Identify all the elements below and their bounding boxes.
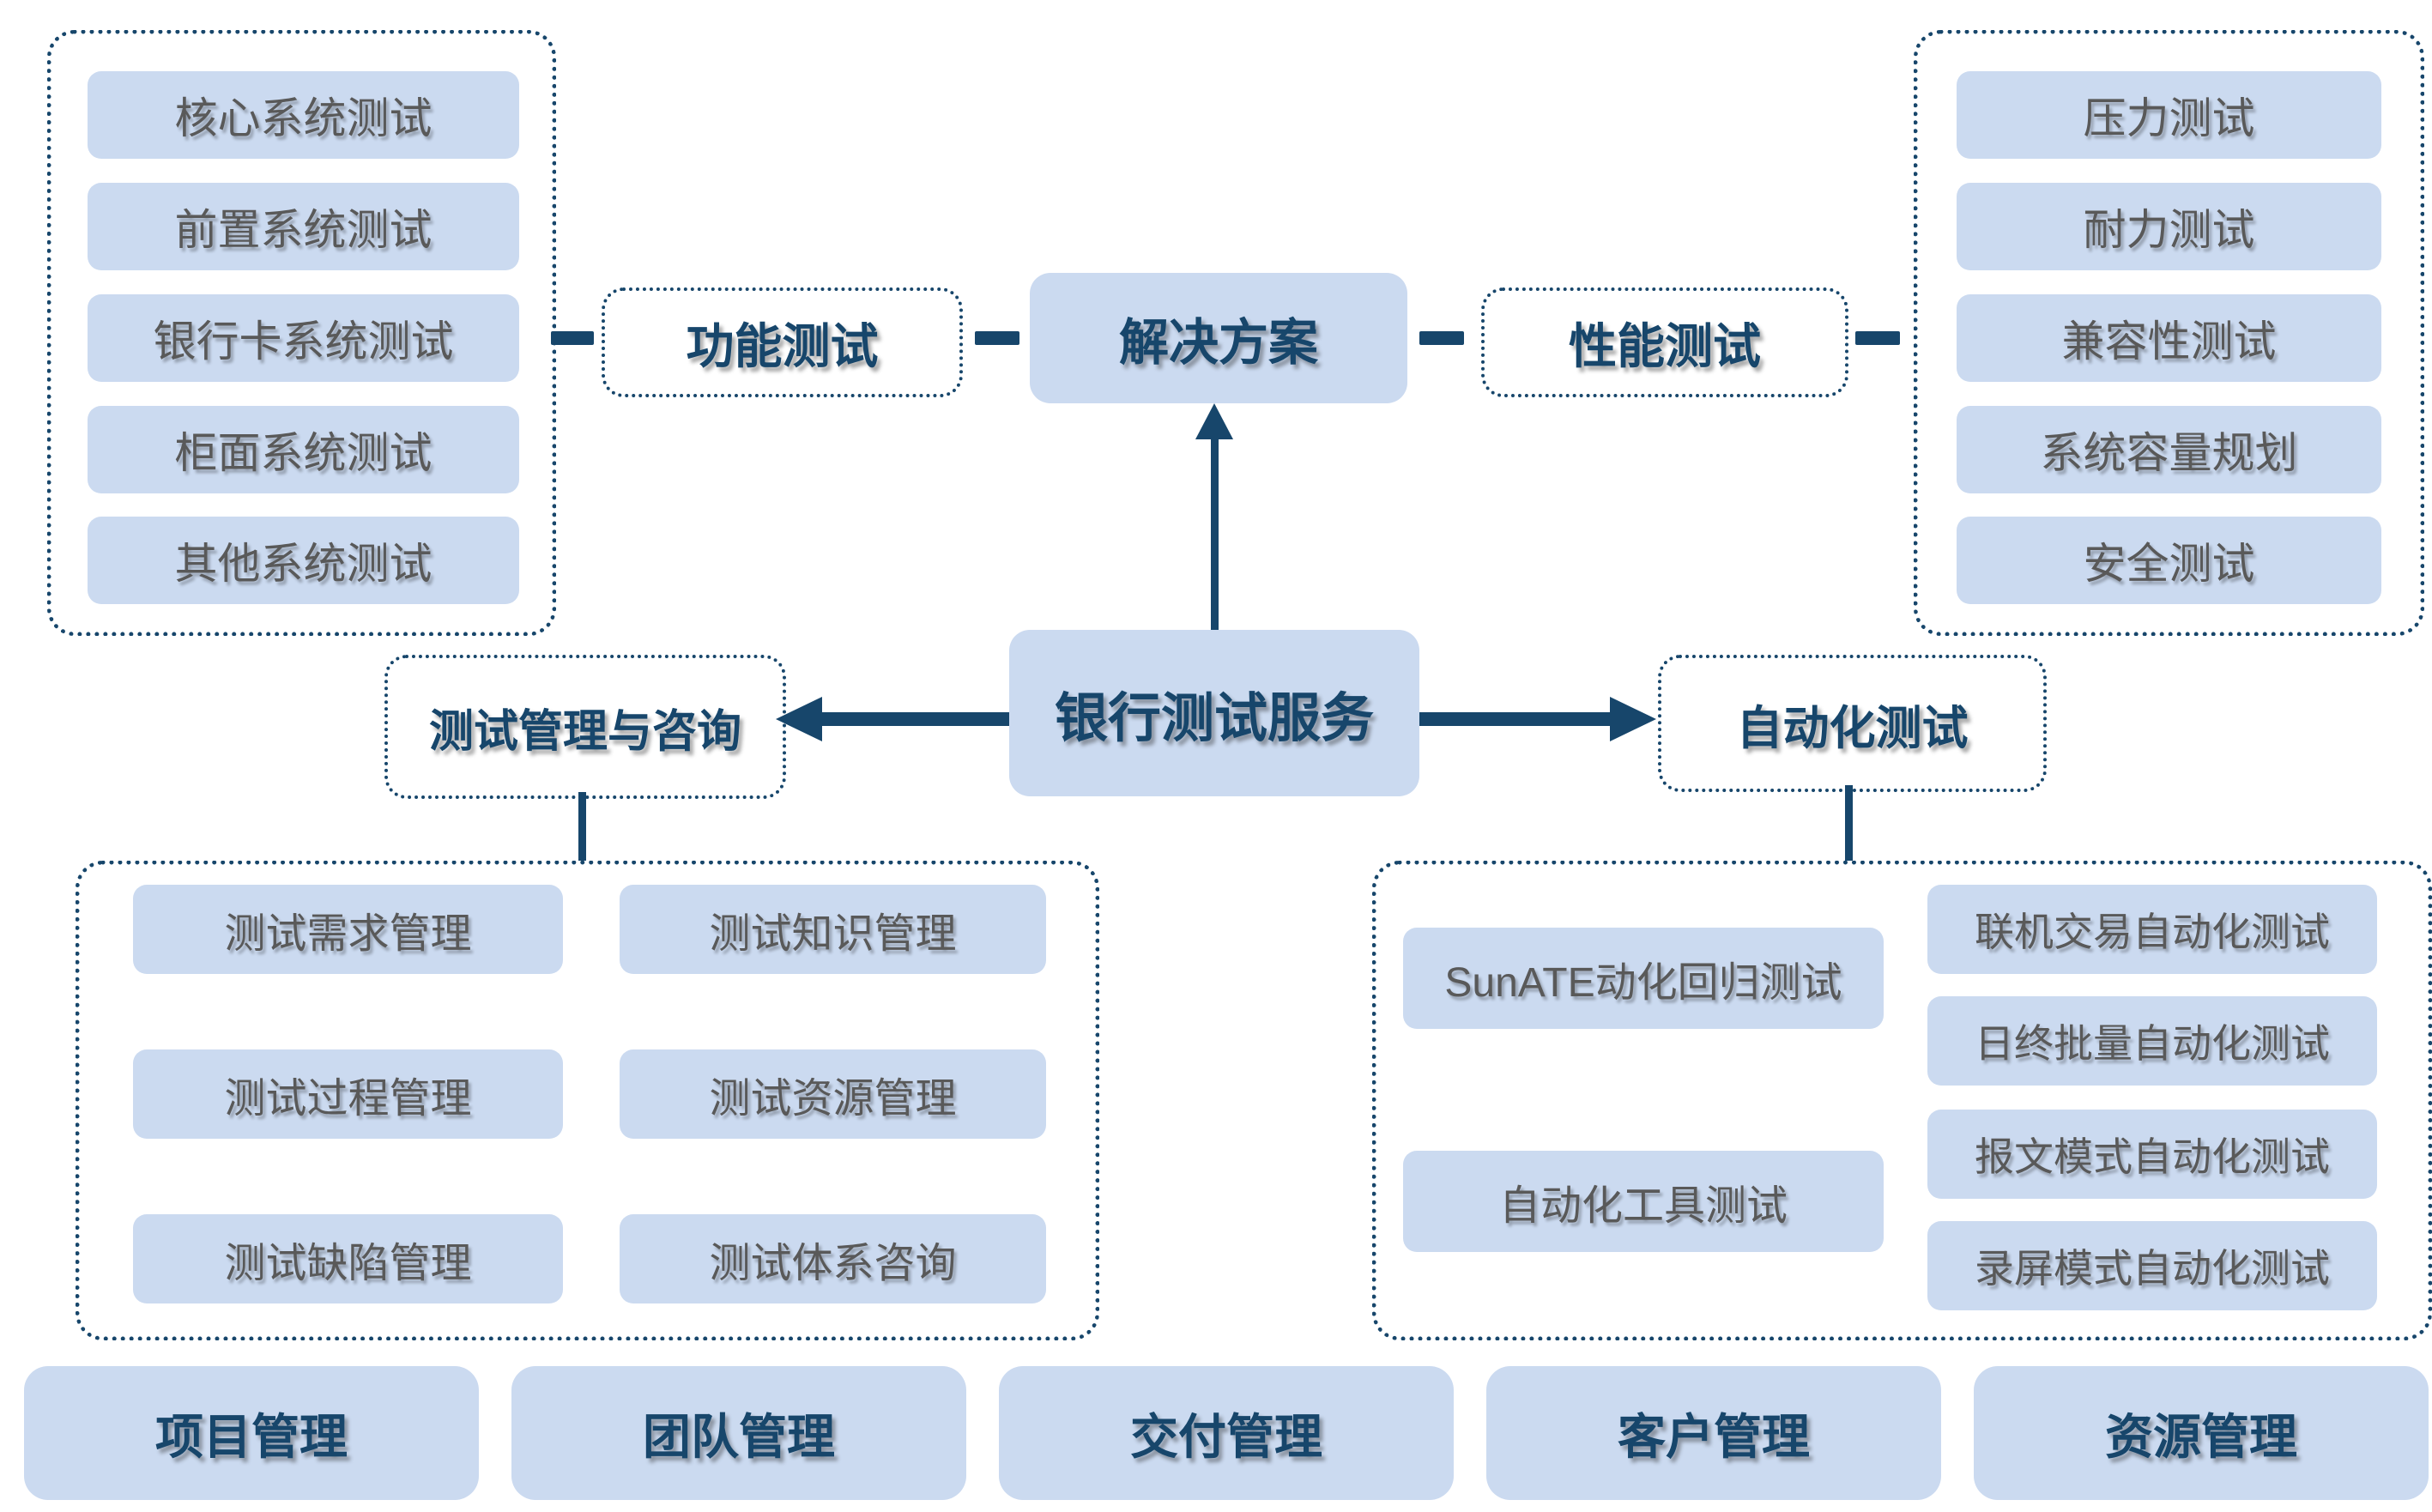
solution-node: 解决方案 (1030, 273, 1407, 403)
arrow-left-shaft (820, 712, 1009, 726)
performance-item: 安全测试 (1957, 517, 2381, 604)
bottom-bar-customer-management: 客户管理 (1486, 1366, 1941, 1500)
performance-item: 压力测试 (1957, 71, 2381, 159)
automation-testing-group: SunATE动化回归测试 自动化工具测试 联机交易自动化测试 日终批量自动化测试… (1372, 861, 2432, 1340)
connector-vertical (578, 792, 586, 861)
arrow-right-shaft (1419, 712, 1612, 726)
management-item: 测试过程管理 (133, 1049, 563, 1139)
connector-dash (551, 331, 594, 345)
management-item: 测试体系咨询 (620, 1214, 1046, 1303)
management-item: 测试缺陷管理 (133, 1214, 563, 1303)
bottom-bar-project-management: 项目管理 (24, 1366, 479, 1500)
connector-dash (1419, 331, 1464, 345)
connector-dash (1855, 331, 1900, 345)
performance-item: 耐力测试 (1957, 183, 2381, 270)
automation-item: 日终批量自动化测试 (1927, 996, 2377, 1086)
root-node: 银行测试服务 (1009, 630, 1419, 796)
functional-testing-node: 功能测试 (602, 287, 963, 397)
automation-item: 自动化工具测试 (1403, 1151, 1884, 1252)
functional-item: 其他系统测试 (88, 517, 519, 604)
functional-item: 银行卡系统测试 (88, 294, 519, 382)
arrow-right-head (1610, 697, 1656, 741)
arrow-up-shaft (1211, 438, 1219, 630)
automation-testing-node: 自动化测试 (1658, 655, 2047, 792)
performance-testing-group: 压力测试 耐力测试 兼容性测试 系统容量规划 安全测试 (1914, 30, 2424, 636)
connector-dash (975, 331, 1019, 345)
automation-item: 联机交易自动化测试 (1927, 885, 2377, 974)
performance-item: 兼容性测试 (1957, 294, 2381, 382)
arrow-left-head (776, 697, 822, 741)
automation-item: SunATE动化回归测试 (1403, 928, 1884, 1029)
performance-item: 系统容量规划 (1957, 406, 2381, 493)
bottom-bar-team-management: 团队管理 (511, 1366, 966, 1500)
automation-item: 报文模式自动化测试 (1927, 1110, 2377, 1199)
management-item: 测试需求管理 (133, 885, 563, 974)
management-item: 测试知识管理 (620, 885, 1046, 974)
functional-testing-group: 核心系统测试 前置系统测试 银行卡系统测试 柜面系统测试 其他系统测试 (47, 30, 556, 636)
functional-item: 柜面系统测试 (88, 406, 519, 493)
functional-item: 核心系统测试 (88, 71, 519, 159)
connector-vertical (1845, 785, 1853, 861)
performance-testing-node: 性能测试 (1481, 287, 1848, 397)
test-management-node: 测试管理与咨询 (384, 655, 786, 799)
test-management-group: 测试需求管理 测试知识管理 测试过程管理 测试资源管理 测试缺陷管理 测试体系咨… (76, 861, 1099, 1340)
bottom-bar-resource-management: 资源管理 (1974, 1366, 2429, 1500)
functional-item: 前置系统测试 (88, 183, 519, 270)
bottom-bar-delivery-management: 交付管理 (999, 1366, 1454, 1500)
arrow-up-head (1195, 403, 1233, 439)
management-item: 测试资源管理 (620, 1049, 1046, 1139)
automation-item: 录屏模式自动化测试 (1927, 1221, 2377, 1310)
